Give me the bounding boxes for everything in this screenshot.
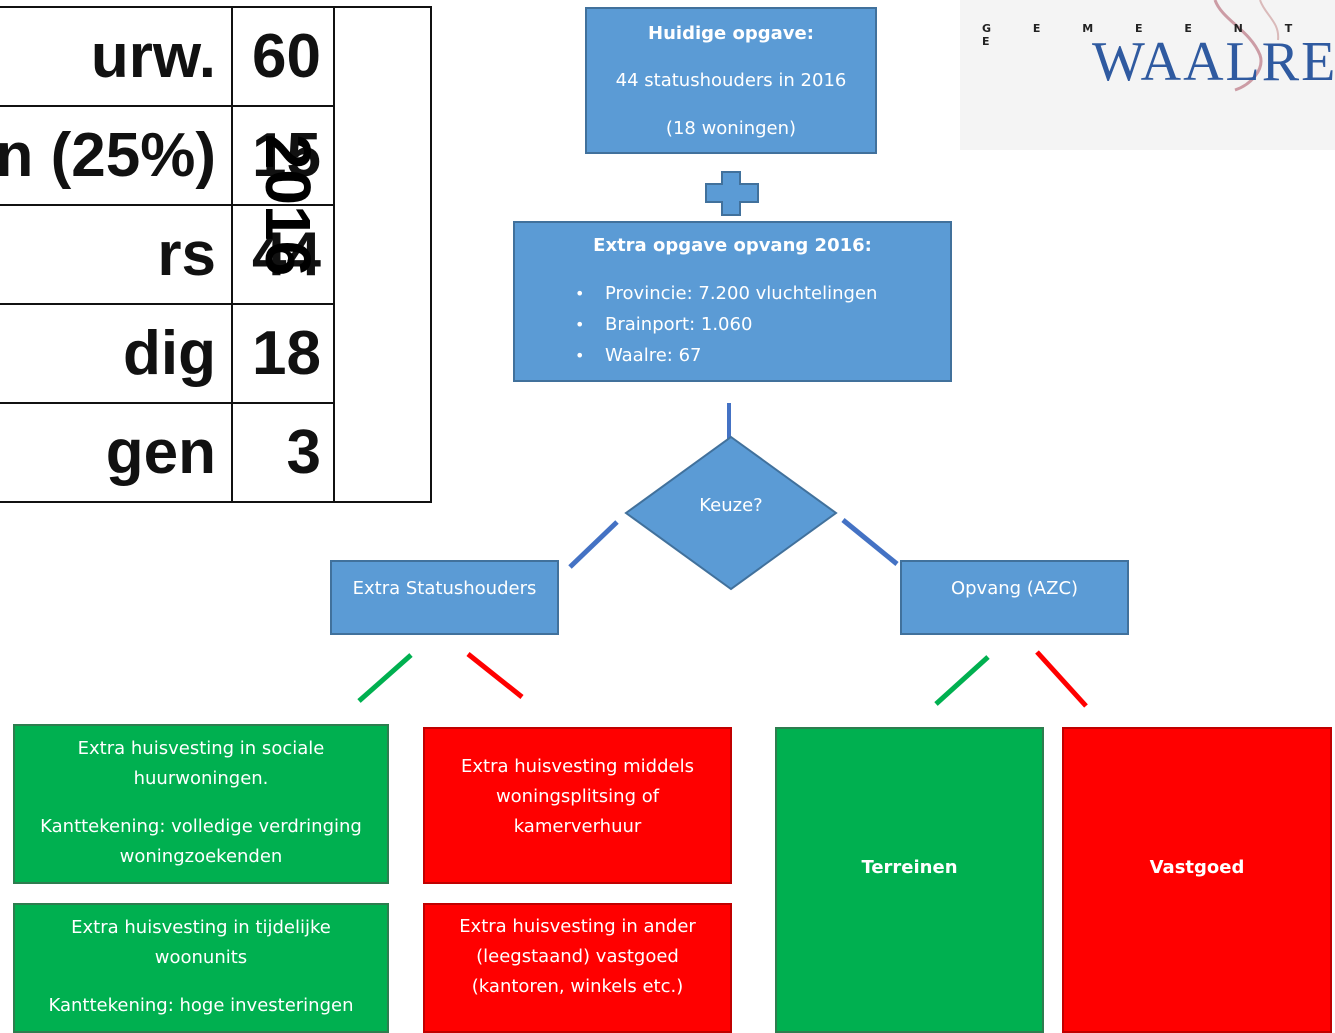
table-row: gen 3 [0,404,333,503]
option-label: Opvang (AZC) [950,578,1079,599]
outcome-social-housing: Extra huisvesting in sociale huurwoninge… [13,724,389,884]
outcome-house-splitting: Extra huisvesting middels woningsplitsin… [423,727,732,884]
row-label: n (25%) [0,121,216,190]
outcome-terrains: Terreinen [775,727,1044,1033]
outcome-temporary-units: Extra huisvesting in tijdelijke woonunit… [13,903,389,1033]
option-label: Extra Statushouders [352,578,537,599]
logo-gemeente-text: G E M E E N T E [982,22,1312,48]
outcome-text: (kantoren, winkels etc.) [471,976,684,997]
logo-name-text: WAALRE [1092,31,1335,93]
table-row: dig 18 [0,305,333,404]
connector-line [568,520,619,569]
outcome-text: Extra huisvesting in tijdelijke [71,917,331,938]
row-value: 15 [231,107,331,204]
table-row: urw. 60 [0,8,333,107]
outcome-text: kamerverhuur [513,816,642,837]
row-label: rs [157,220,216,289]
outcome-text: huurwoningen. [133,768,269,789]
table-row: n (25%) 15 [0,107,333,206]
yes-line [934,655,990,706]
no-line [466,652,524,699]
row-value: 60 [231,8,331,105]
connector-line [841,518,899,566]
list-item: Brainport: 1.060 [575,309,950,340]
list-item: Waalre: 67 [575,340,950,371]
outcome-text: woningsplitsing of [495,786,660,807]
row-value: 3 [231,404,331,503]
outcome-property: Vastgoed [1062,727,1332,1033]
list-item: Provincie: 7.200 vluchtelingen [575,278,950,309]
extra-task-list: Provincie: 7.200 vluchtelingen Brainport… [515,278,950,371]
row-label: urw. [90,22,216,91]
option-statushouders-box: Extra Statushouders [330,560,559,635]
yes-line [357,653,413,703]
plus-icon [705,171,759,216]
outcome-note: Kanttekening: volledige verdringing [40,816,362,837]
outcome-text: woonunits [154,947,248,968]
outcome-text: Extra huisvesting in sociale [77,738,325,759]
row-label: dig [123,319,216,388]
current-task-line: (18 woningen) [665,118,797,139]
decision-label: Keuze? [699,495,763,516]
outcome-text: (leegstaand) vastgoed [476,946,679,967]
no-line [1035,650,1088,708]
extra-task-box: Extra opgave opvang 2016: Provincie: 7.2… [513,221,952,382]
table-row: rs 44 [0,206,333,305]
current-task-title: Huidige opgave: [648,23,814,44]
outcome-note: woningzoekenden [119,846,283,867]
outcome-text: Extra huisvesting in ander [459,916,696,937]
current-task-box: Huidige opgave: 44 statushouders in 2016… [585,7,877,154]
outcome-title: Vastgoed [1149,857,1245,878]
logo-emblem [1213,0,1280,92]
outcome-text: Extra huisvesting middels [461,756,694,777]
current-task-line: 44 statushouders in 2016 [615,70,847,91]
row-value: 44 [231,206,331,303]
outcome-title: Terreinen [861,857,958,878]
outcome-vacant-property: Extra huisvesting in ander (leegstaand) … [423,903,732,1033]
outcome-note: Kanttekening: hoge investeringen [48,995,354,1016]
option-azc-box: Opvang (AZC) [900,560,1129,635]
row-label: gen [105,418,216,487]
extra-task-title: Extra opgave opvang 2016: [593,235,872,256]
decision-diamond [624,435,838,591]
municipality-logo: G E M E E N T E WAALRE [960,0,1335,150]
year-column: 2016 [252,8,430,501]
row-value: 18 [231,305,331,402]
statistics-table: urw. 60 n (25%) 15 rs 44 dig 18 gen 3 20… [0,6,432,503]
